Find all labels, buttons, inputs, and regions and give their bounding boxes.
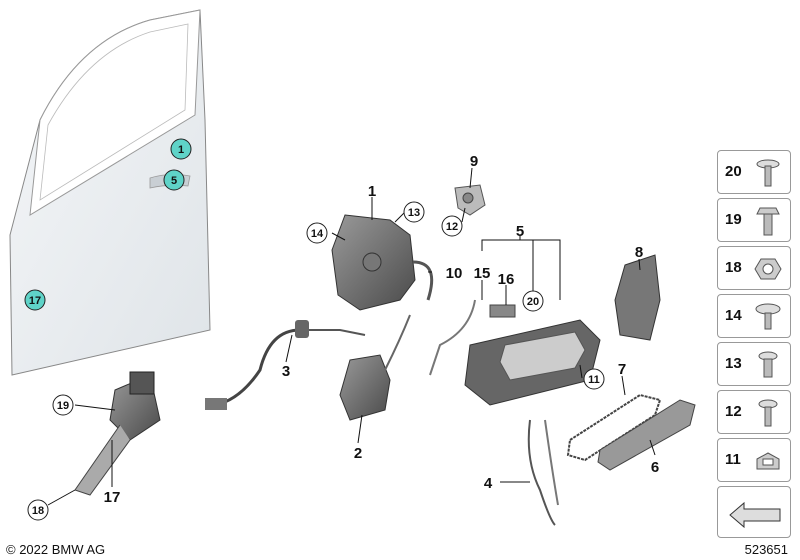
- callout-13[interactable]: 13: [403, 201, 425, 223]
- screw-icon: [758, 351, 778, 378]
- screw-icon: [755, 303, 781, 330]
- bowden-cable-part: [205, 320, 366, 410]
- nut-icon: [754, 258, 782, 280]
- callout-18[interactable]: 18: [27, 499, 49, 521]
- callout-1-door[interactable]: 1: [170, 138, 192, 160]
- fastener-number: 14: [725, 307, 742, 324]
- handle-seal-part: [566, 393, 662, 462]
- fastener-cell-19[interactable]: 19: [717, 198, 791, 242]
- callout-9[interactable]: 9: [470, 153, 478, 170]
- lock-actuator-part: [339, 314, 411, 421]
- diagram-id: 523651: [744, 542, 788, 557]
- callout-8[interactable]: 8: [635, 244, 643, 261]
- fastener-cell-13[interactable]: 13: [717, 342, 791, 386]
- callout-5-door[interactable]: 5: [163, 169, 185, 191]
- callout-12[interactable]: 12: [441, 215, 463, 237]
- svg-text:1: 1: [178, 144, 184, 156]
- callout-4[interactable]: 4: [484, 475, 493, 492]
- callout-16[interactable]: 16: [498, 271, 515, 288]
- svg-text:20: 20: [527, 296, 539, 308]
- callout-14[interactable]: 14: [306, 222, 328, 244]
- handle-cable-part: [527, 419, 559, 526]
- svg-text:5: 5: [171, 175, 177, 187]
- callout-15[interactable]: 15: [474, 265, 491, 282]
- fastener-cell-11[interactable]: 11: [717, 438, 791, 482]
- callout-11[interactable]: 11: [583, 368, 605, 390]
- orientation-arrow-icon: [729, 501, 781, 529]
- leader-lines: [47, 167, 656, 506]
- handle-cover-part: [597, 399, 696, 471]
- fastener-panel: 20 19 18 14 13 12 11: [717, 150, 793, 550]
- fastener-number: 12: [725, 403, 742, 420]
- callout-17[interactable]: 17: [104, 489, 121, 506]
- fastener-number: 19: [725, 211, 742, 228]
- callout-7[interactable]: 7: [618, 361, 626, 378]
- fastener-number: 20: [725, 163, 742, 180]
- door-illustration: [9, 9, 211, 376]
- fastener-cell-18[interactable]: 18: [717, 246, 791, 290]
- bolt-icon: [756, 207, 780, 236]
- svg-text:12: 12: [446, 221, 458, 233]
- callout-5[interactable]: 5: [516, 223, 524, 240]
- bracket-part: [614, 254, 661, 341]
- screw-icon: [758, 399, 778, 427]
- callout-19[interactable]: 19: [52, 394, 74, 416]
- svg-text:18: 18: [32, 505, 44, 517]
- callout-2[interactable]: 2: [354, 445, 362, 462]
- door-check-part: [74, 371, 161, 496]
- svg-text:19: 19: [57, 400, 69, 412]
- striker-part: [454, 184, 486, 216]
- callout-10[interactable]: 10: [446, 265, 463, 282]
- svg-text:11: 11: [588, 374, 600, 386]
- callout-labels: 1 5 17 1 2 3 4 5 6 7 8 9 10 11 12 13: [24, 138, 659, 521]
- callout-17-door[interactable]: 17: [24, 289, 46, 311]
- fastener-number: 18: [725, 259, 742, 276]
- callout-1[interactable]: 1: [368, 183, 376, 200]
- callout-20[interactable]: 20: [522, 290, 544, 312]
- callout-3[interactable]: 3: [282, 363, 290, 380]
- fastener-number: 13: [725, 355, 742, 372]
- clip-nut-icon: [756, 452, 780, 470]
- door-lock-part: [331, 214, 434, 311]
- fastener-number: 11: [725, 451, 741, 468]
- orientation-cell: [717, 486, 791, 538]
- screw-icon: [756, 159, 780, 187]
- fastener-cell-14[interactable]: 14: [717, 294, 791, 338]
- svg-text:17: 17: [29, 295, 41, 307]
- svg-text:13: 13: [408, 207, 420, 219]
- fastener-cell-12[interactable]: 12: [717, 390, 791, 434]
- handle-carrier-part: [429, 299, 601, 406]
- fastener-cell-20[interactable]: 20: [717, 150, 791, 194]
- copyright-text: © 2022 BMW AG: [6, 542, 106, 557]
- callout-6[interactable]: 6: [651, 459, 659, 476]
- svg-text:14: 14: [311, 228, 324, 240]
